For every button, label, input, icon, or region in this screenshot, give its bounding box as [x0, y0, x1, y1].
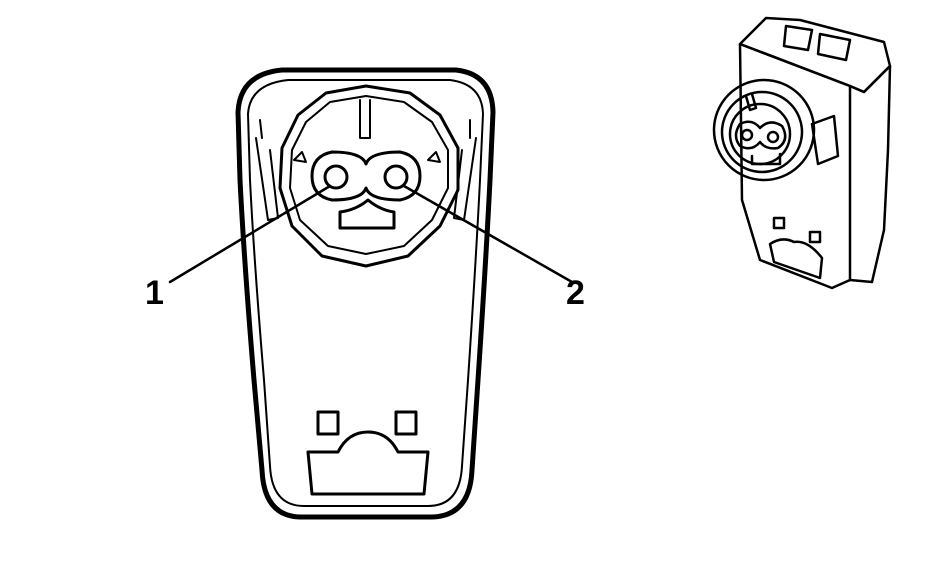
left-rail-line	[259, 119, 263, 139]
iso-top-rib-2	[816, 32, 852, 62]
iso-face-inner	[720, 90, 804, 174]
connector-iso-view	[712, 16, 892, 290]
iso-lock-window-left	[772, 216, 786, 230]
iso-top-rib-1	[782, 24, 814, 52]
left-notch	[293, 151, 307, 163]
top-key-slot	[359, 99, 371, 139]
connector-front-view	[235, 67, 496, 520]
left-latch-rail	[255, 137, 279, 221]
lock-window-left	[316, 410, 340, 436]
iso-lower-tab	[750, 152, 782, 166]
iso-terminal-1	[740, 128, 754, 142]
leader-line-1	[168, 184, 332, 284]
iso-terminal-2	[766, 130, 780, 144]
housing-inner-outline	[247, 79, 484, 507]
iso-release-latch	[768, 238, 824, 280]
iso-side-latch	[810, 114, 840, 166]
housing-outer-outline	[235, 67, 496, 520]
iso-terminal-cavity	[734, 120, 787, 150]
connector-face-outer	[278, 84, 460, 268]
iso-body-side	[848, 64, 892, 284]
lower-key-tab	[338, 198, 396, 230]
lock-window-right	[394, 410, 418, 436]
callout-1: 1	[145, 274, 164, 312]
terminal-cavity	[310, 150, 422, 202]
callout-2: 2	[566, 274, 585, 312]
connector-face-inner	[289, 95, 449, 255]
terminal-1	[323, 164, 349, 190]
release-latch	[306, 430, 430, 496]
leader-line-2	[402, 184, 574, 284]
right-notch	[427, 151, 441, 163]
iso-key	[744, 92, 758, 112]
iso-lock-window-right	[808, 230, 822, 244]
terminal-2	[383, 164, 409, 190]
